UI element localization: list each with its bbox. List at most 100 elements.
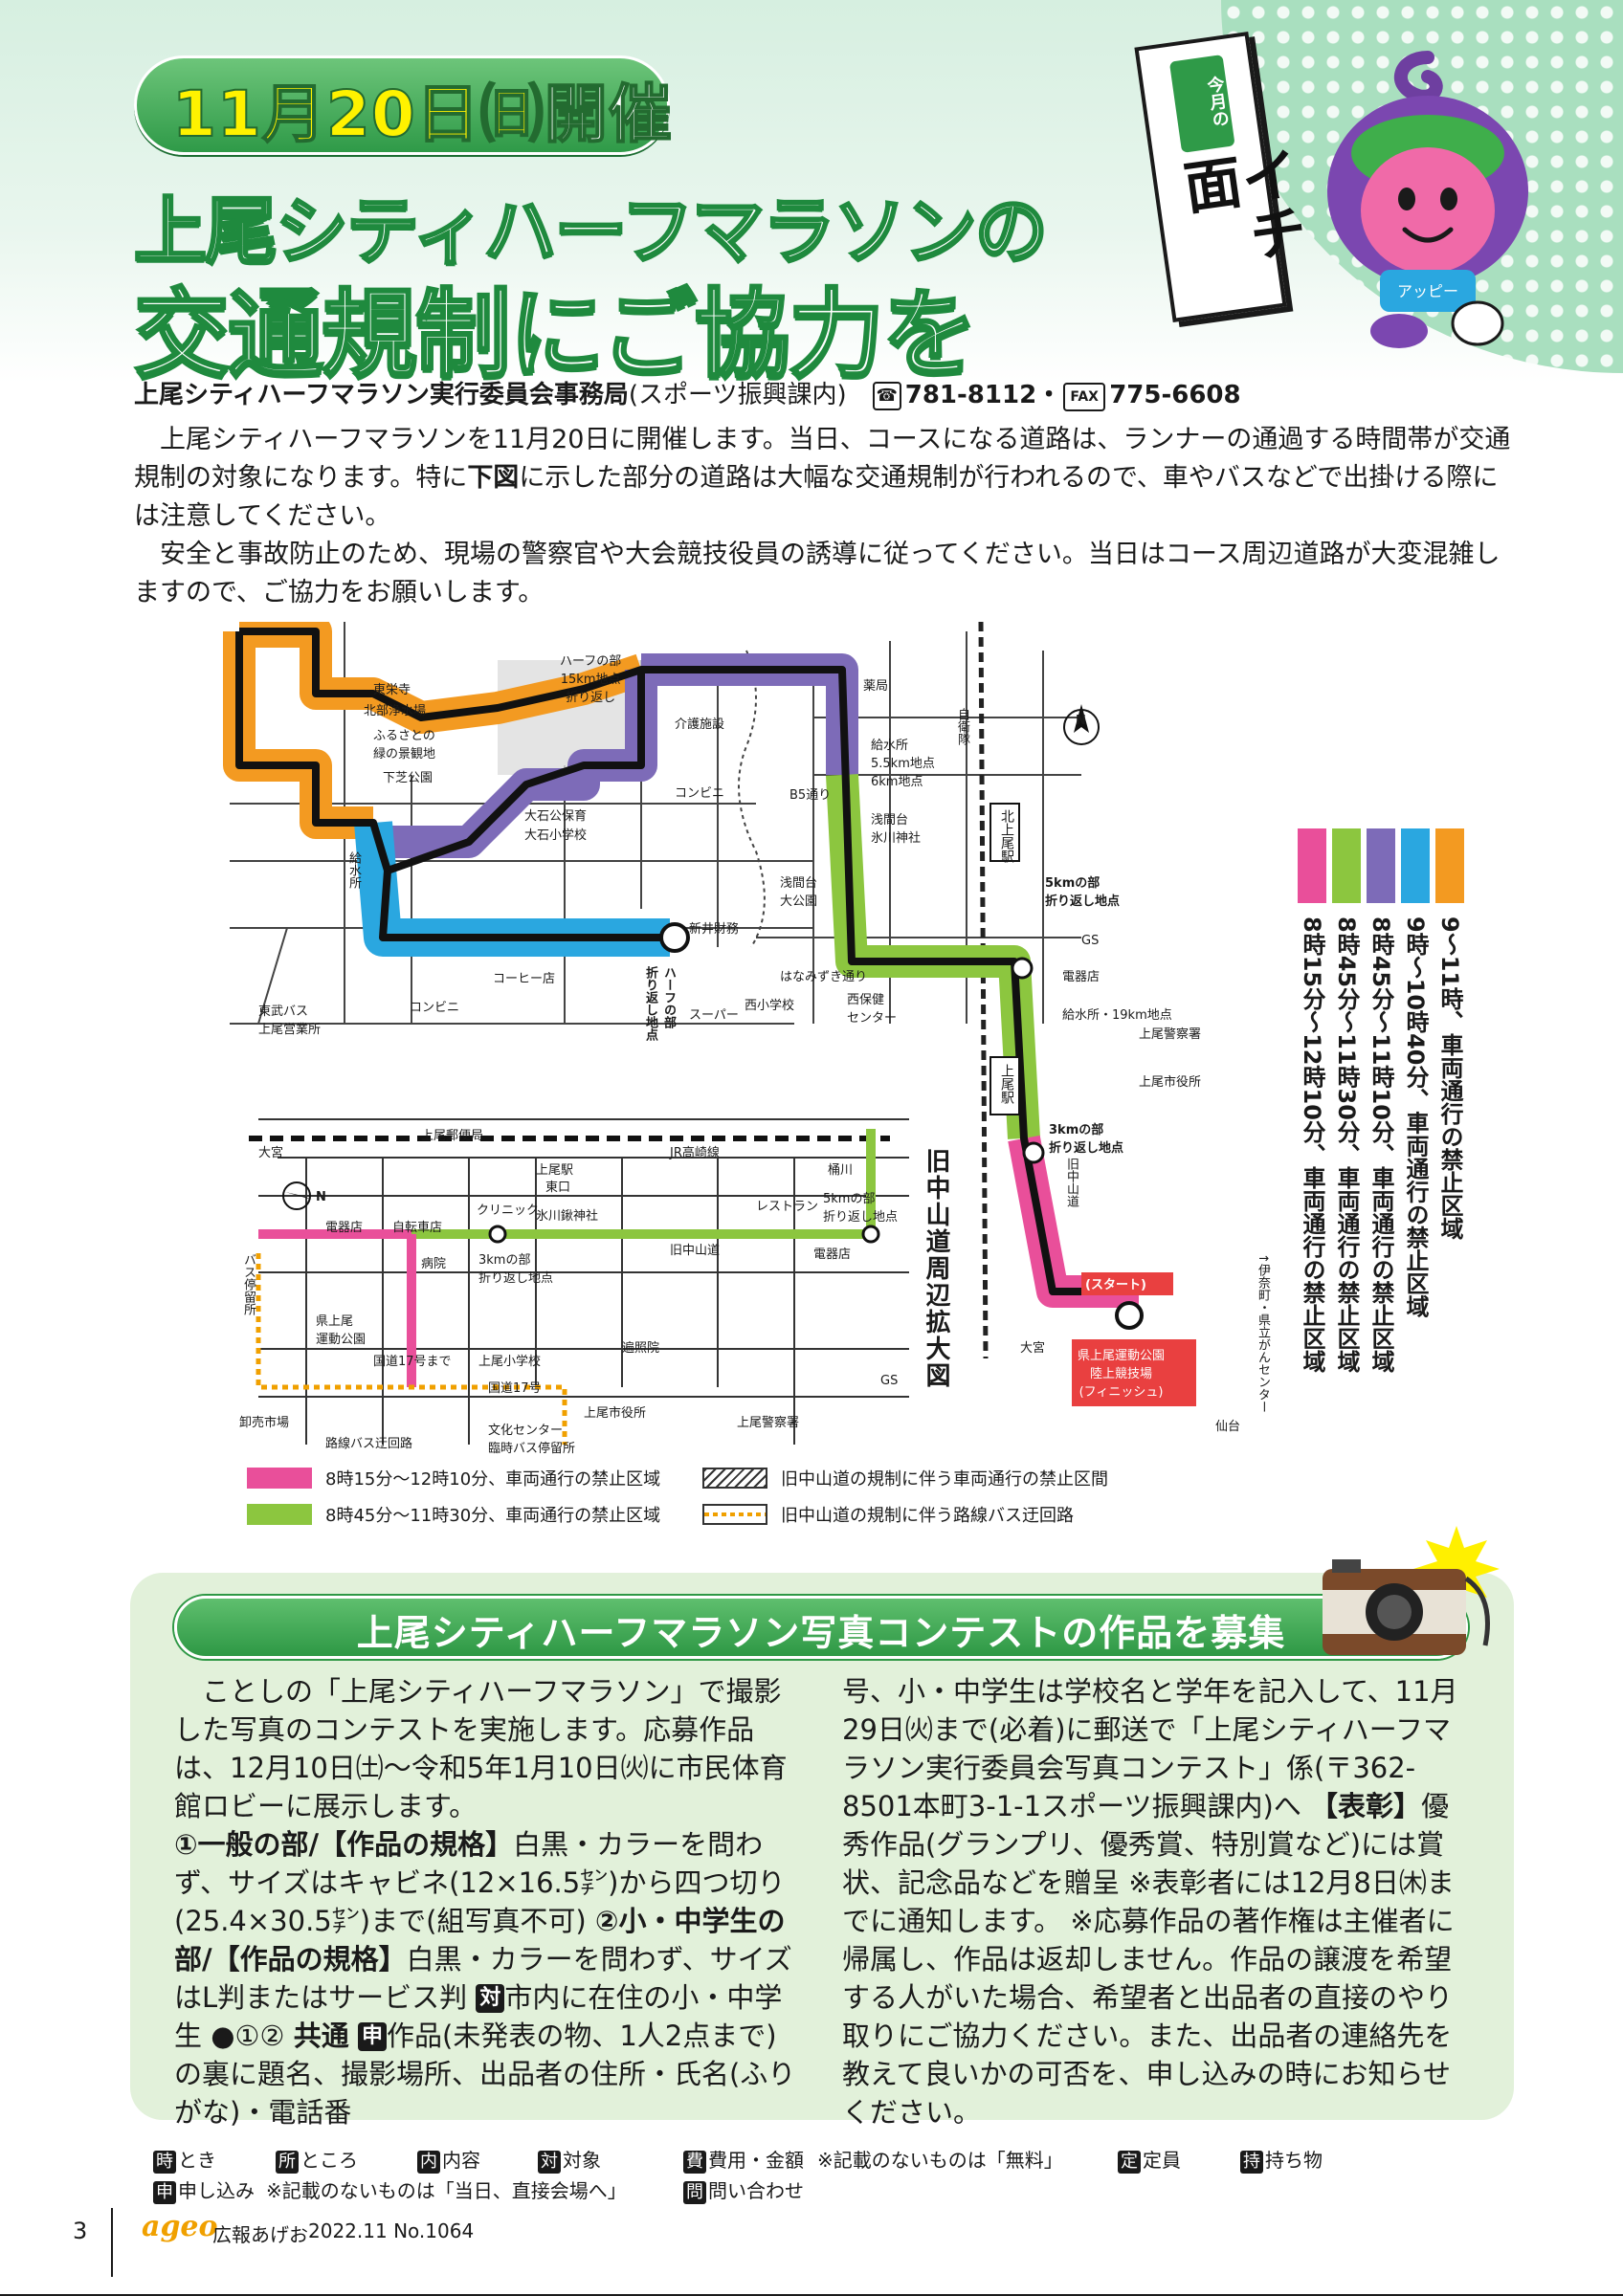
inset-label-higashiguchi: 東口 [545,1181,571,1195]
taisho-mark: 対 [476,1984,505,2013]
intro-paragraph-2: 安全と事故防止のため、現場の警察官や大会競技役員の誘導に従ってください。当日はコ… [134,540,1501,607]
legend-swatch-blue [1401,828,1430,903]
inset-label-denki: 電器店 [325,1221,364,1235]
mascot-appy-icon: アッピー [1327,51,1528,348]
label-sendai: 仙台 [1215,1420,1241,1434]
ichimen-tag-small: 今月の [1168,55,1235,153]
label-kaigo: 介護施設 [675,718,725,732]
inset-label-km5: 5kmの部 折り返し地点 [823,1192,899,1225]
mascot-name: アッピー [1397,282,1458,300]
side-legend: 9〜11時、車両通行の禁止区域 9時〜10時40分、車両通行の禁止区域 8時45… [1282,828,1474,1373]
inset-label-jr: JR高崎線 [670,1146,720,1160]
footer: 3 ageo 広報あげお 2022.11 No.1064 [0,2200,1623,2296]
legend-row-hatched: 旧中山道の規制に伴う車両通行の禁止区間 [702,1466,1108,1490]
inset-label-bunka: 文化センター 臨時バス停留所 [488,1424,576,1456]
key-mochimono: 持持ち物 [1240,2145,1323,2174]
inset-label-route17-made: 国道17号まで [373,1355,452,1369]
label-touzenji: 東栄寺 [373,683,411,697]
date-badge [134,55,670,155]
label-tobu-bus: 東武バス 上尾営業所 [258,1004,322,1037]
label-start: (スタート) [1085,1278,1146,1292]
label-konbini2: コンビニ [675,786,725,801]
fax-icon: FAX [1063,383,1106,411]
inset-label-oroshi: 卸売市場 [239,1416,290,1430]
label-km5: 5kmの部 折り返し地点 [1045,876,1121,909]
course-map: ハーフの部 15km地点 折り返し 東栄寺 北部浄水場 ふるさとの 緑の景観地 … [220,622,1292,1464]
moushikomi-mark: 申 [358,2022,388,2051]
label-half15: ハーフの部 15km地点 折り返し [560,654,622,705]
label-gs: GS [1081,934,1100,948]
contest-right-column: 号、小・中学生は学校名と学年を記入して、11月29日㈫まで(必着)に郵送で「上尾… [842,1675,1458,2129]
label-konbini1: コンビニ [410,1001,460,1015]
north-arrow-icon: N [1076,714,1086,728]
inset-label-ageo-school: 上尾小学校 [478,1355,542,1369]
contest-title-bar [174,1596,1468,1659]
inset-label-okegawa: 桶川 [828,1163,854,1178]
label-shrine: 浅間台 氷川神社 [871,813,922,846]
inset-label-henshoin: 遍照院 [622,1341,660,1356]
label-denki: 電器店 [1062,970,1101,984]
label-ageo-station: 上尾駅 [999,1064,1014,1104]
key-toiawase: 問問い合わせ [683,2175,804,2204]
legend-blue-text: 9時〜10時40分、車両通行の禁止区域 [1402,916,1429,1318]
bottom-rule [0,2294,1623,2296]
label-yakkyoku: 薬局 [863,679,889,694]
key-taisho: 対対象 [538,2145,601,2174]
publication-name: 広報あげお [212,2223,308,2246]
label-shimodai-park: 下芝公園 [383,771,434,785]
camera-icon [1323,1526,1500,1655]
bottom-legend: 8時15分〜12時10分、車両通行の禁止区域 8時45分〜11時30分、車両通行… [247,1466,1204,1526]
contest-title: 上尾シティハーフマラソン写真コンテストの作品を募集 [356,1612,1286,1654]
legend-swatch-green [1332,828,1361,903]
legend-swatch-orange [1435,828,1464,903]
issue-number: 2022.11 No.1064 [308,2219,475,2242]
label-keisatsu: 上尾警察署 [1139,1027,1202,1042]
legend-swatch-purple [1367,828,1395,903]
label-jieitai: 自衛隊 [955,708,969,745]
legend-green-text: 8時45分〜11時30分、車両通行の禁止区域 [1333,916,1360,1373]
label-furusato: ふるさとの 緑の景観地 [373,729,436,762]
legend-purple-text: 8時45分〜11時10分、車両通行の禁止区域 [1367,916,1394,1373]
inset-label-jitensha: 自転車店 [392,1221,443,1235]
label-nakasendo: 旧中山道 [1064,1158,1078,1207]
legend-box-pink [247,1468,312,1489]
label-km3: 3kmの部 折り返し地点 [1049,1123,1124,1156]
intro-text: 上尾シティハーフマラソンを11月20日に開催します。当日、コースになる道路は、ラ… [134,421,1512,612]
legend-row-detour: 旧中山道の規制に伴う路線バス迂回路 [702,1502,1074,1527]
inset-label-bus-detour: 路線バス迂回路 [325,1437,413,1451]
inset-label-gs: GS [880,1374,899,1388]
legend-orange-text: 9〜11時、車両通行の禁止区域 [1436,916,1463,1241]
inset-label-restaurant: レストラン [756,1200,819,1214]
label-omiya: 大宮 [1020,1341,1046,1356]
legend-box-green [247,1504,312,1525]
office-dept: (スポーツ振興課内) [628,381,847,409]
inset-label-hospital: 病院 [421,1257,447,1271]
key-hiyo: 費費用・金額※記載のないものは「無料」 [683,2145,1063,2174]
legend-row-green: 8時45分〜11時30分、車両通行の禁止区域 [247,1502,660,1527]
tel-number: 781-8112 [904,381,1037,409]
enlarged-map-title: 旧中山道周辺拡大図 [922,1148,950,1389]
label-nishi-school: 西小学校 [745,999,795,1013]
ageo-logo: ageo [142,2210,218,2243]
event-date: 11月20日㈰開催 [171,77,673,152]
inset-label-denki2: 電器店 [813,1247,852,1262]
office-name: 上尾シティハーフマラソン実行委員会事務局 [134,381,629,409]
key-naiyo: 内内容 [417,2145,480,2174]
fax-number: 775-6608 [1109,381,1241,409]
label-kitakyujo: 北部浄水場 [364,704,427,718]
tel-icon: ☎ [872,382,901,410]
inset-label-bus: バス停留所 [241,1253,256,1315]
contest-left-column: ことしの「上尾シティハーフマラソン」で撮影した写真のコンテストを実施します。応募… [174,1675,796,2129]
course-map-graphic [223,622,1196,1445]
label-oishi-school: 大石小学校 [524,828,588,843]
inset-label-nakasendo: 旧中山道 [670,1244,721,1258]
key-teiin: 定定員 [1118,2145,1181,2174]
legend-row-pink: 8時15分〜12時10分、車両通行の禁止区域 [247,1466,660,1490]
label-hanamizuki: はなみずき通り [780,970,868,984]
inset-label-km3: 3kmの部 折り返し地点 [478,1253,554,1286]
label-b5: B5通り [789,788,832,803]
inset-label-shiyakusho: 上尾市役所 [584,1406,647,1421]
key-tokoro: 所ところ [276,2145,358,2174]
label-kyusui-left: 給水所 [346,851,361,889]
key-moushikomi: 申申し込み※記載のないものは「当日、直接会場へ」 [153,2175,627,2204]
